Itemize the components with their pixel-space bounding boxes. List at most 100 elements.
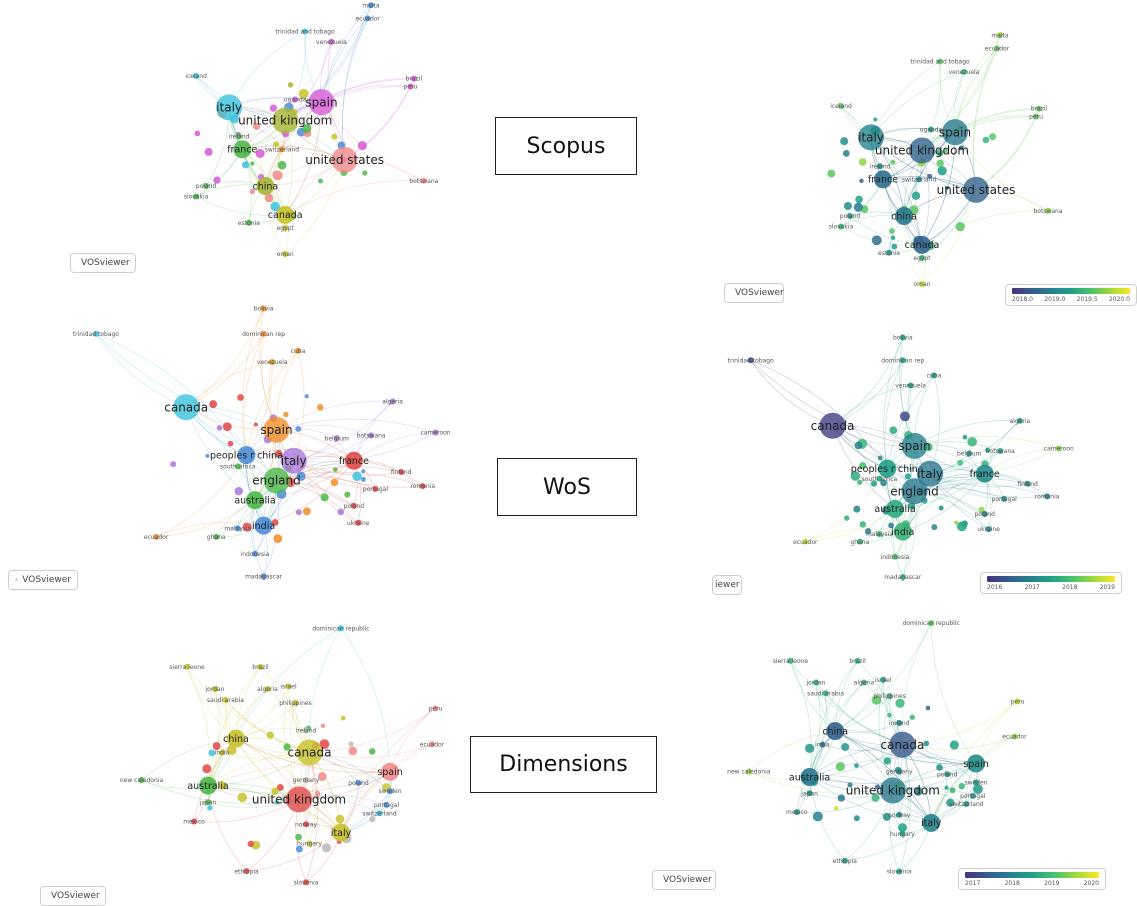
country-node[interactable]: south africa xyxy=(862,475,898,483)
country-node-circle[interactable] xyxy=(292,699,299,706)
country-node-circle[interactable] xyxy=(227,729,245,748)
country-node-circle[interactable] xyxy=(92,330,99,337)
country-node-circle[interactable] xyxy=(793,809,800,816)
country-node[interactable]: japan xyxy=(199,799,217,806)
country-node[interactable]: india xyxy=(891,522,914,541)
country-node-circle[interactable] xyxy=(901,432,928,459)
country-node[interactable]: mexico xyxy=(786,809,808,816)
country-node[interactable]: bolivia xyxy=(893,334,913,342)
country-node[interactable]: brazil xyxy=(849,657,866,665)
country-node-circle[interactable] xyxy=(193,193,200,200)
country-node[interactable]: ukraine xyxy=(977,526,1000,533)
country-node-circle[interactable] xyxy=(997,447,1004,454)
country-node[interactable]: oman xyxy=(277,251,294,258)
country-node-circle[interactable] xyxy=(961,68,967,75)
country-node-circle[interactable] xyxy=(937,58,943,65)
country-node[interactable]: peoples r china xyxy=(210,446,283,465)
country-node[interactable]: israel xyxy=(875,676,892,684)
country-node-circle[interactable] xyxy=(205,799,211,806)
country-node[interactable]: iceland xyxy=(830,102,852,110)
country-node[interactable]: poland xyxy=(348,779,369,787)
country-node-circle[interactable] xyxy=(895,207,913,226)
country-node-circle[interactable] xyxy=(193,72,200,79)
country-node[interactable]: peru xyxy=(1029,113,1043,121)
country-node[interactable]: france xyxy=(868,170,898,189)
country-node[interactable]: australia xyxy=(187,776,229,795)
country-node-circle[interactable] xyxy=(236,133,242,140)
country-node[interactable]: botswana xyxy=(1033,207,1063,215)
country-node-circle[interactable] xyxy=(420,177,427,184)
country-node-circle[interactable] xyxy=(1016,417,1023,424)
country-node-circle[interactable] xyxy=(212,686,218,692)
country-node[interactable]: norway xyxy=(295,821,318,828)
country-node[interactable]: china xyxy=(223,729,249,748)
country-node-circle[interactable] xyxy=(355,519,362,526)
country-node[interactable]: canada xyxy=(905,235,940,254)
country-node-circle[interactable] xyxy=(257,663,264,670)
country-node[interactable]: new caledonia xyxy=(120,777,164,784)
country-node[interactable]: canada xyxy=(811,412,855,439)
country-node[interactable]: canada xyxy=(288,739,332,766)
country-node[interactable]: spain xyxy=(260,416,293,443)
country-node-circle[interactable] xyxy=(854,657,861,664)
country-node[interactable]: romania xyxy=(410,483,435,490)
country-node[interactable]: ecuador xyxy=(985,45,1010,52)
country-node[interactable]: venezuela xyxy=(895,382,926,390)
country-node-circle[interactable] xyxy=(967,754,985,773)
country-node-circle[interactable] xyxy=(308,89,335,116)
country-node-circle[interactable] xyxy=(876,475,883,482)
country-node-circle[interactable] xyxy=(260,305,267,312)
country-node-circle[interactable] xyxy=(364,15,371,22)
country-node-circle[interactable] xyxy=(256,177,275,196)
country-node-circle[interactable] xyxy=(260,573,267,580)
country-node[interactable]: england xyxy=(252,467,301,494)
country-node[interactable]: japan xyxy=(800,790,818,797)
country-node[interactable]: switzerland xyxy=(902,176,937,183)
country-node-circle[interactable] xyxy=(1044,493,1051,500)
country-node-circle[interactable] xyxy=(994,45,1000,52)
country-node-circle[interactable] xyxy=(398,469,405,476)
country-node-circle[interactable] xyxy=(944,771,951,778)
country-node[interactable]: ethiopia xyxy=(833,857,858,865)
country-node-circle[interactable] xyxy=(389,398,396,405)
country-node[interactable]: madagascar xyxy=(884,573,922,581)
country-node-circle[interactable] xyxy=(272,107,299,134)
country-node[interactable]: belgium xyxy=(957,450,981,458)
country-node[interactable]: sierra leone xyxy=(169,663,205,671)
country-node[interactable]: malaysia xyxy=(224,525,252,533)
country-node-circle[interactable] xyxy=(966,450,973,457)
country-node[interactable]: italy xyxy=(331,823,352,842)
country-node[interactable]: poland xyxy=(344,502,365,510)
country-node[interactable]: jordan xyxy=(205,686,225,693)
country-node[interactable]: cuba xyxy=(927,372,942,379)
country-node-circle[interactable] xyxy=(280,447,307,474)
country-node[interactable]: uganda xyxy=(920,126,943,134)
country-node[interactable]: united states xyxy=(305,146,384,173)
country-node[interactable]: italy xyxy=(921,813,942,832)
country-node[interactable]: italy xyxy=(917,460,944,487)
country-node-circle[interactable] xyxy=(138,777,145,784)
country-node[interactable]: israel xyxy=(280,683,297,690)
country-node[interactable]: spain xyxy=(305,89,338,116)
country-node-circle[interactable] xyxy=(260,330,267,337)
country-node[interactable]: philippines xyxy=(279,699,312,707)
country-node-circle[interactable] xyxy=(368,2,374,9)
country-node[interactable]: iceland xyxy=(185,72,207,80)
country-node-circle[interactable] xyxy=(432,705,439,712)
country-node-circle[interactable] xyxy=(295,347,301,354)
vosviewer-badge-wos-right[interactable]: iewer xyxy=(712,575,742,595)
country-node[interactable]: estonia xyxy=(238,219,260,227)
country-node-circle[interactable] xyxy=(877,163,883,170)
country-node-circle[interactable] xyxy=(800,768,819,786)
country-node-circle[interactable] xyxy=(234,525,241,532)
country-node-circle[interactable] xyxy=(813,679,819,686)
country-node[interactable]: venezuela xyxy=(316,38,347,46)
country-node-circle[interactable] xyxy=(222,697,229,704)
country-node[interactable]: malta xyxy=(362,2,380,9)
scopus-cluster-network[interactable]: francechinacanadaswitzerlandirelandpolan… xyxy=(140,0,470,262)
country-node-circle[interactable] xyxy=(381,762,399,781)
country-node-circle[interactable] xyxy=(787,657,794,664)
scopus-overlay-network[interactable]: francechinacanadaswitzerlandirelandpolan… xyxy=(790,30,1090,292)
country-node[interactable]: saudi arabia xyxy=(207,697,244,704)
